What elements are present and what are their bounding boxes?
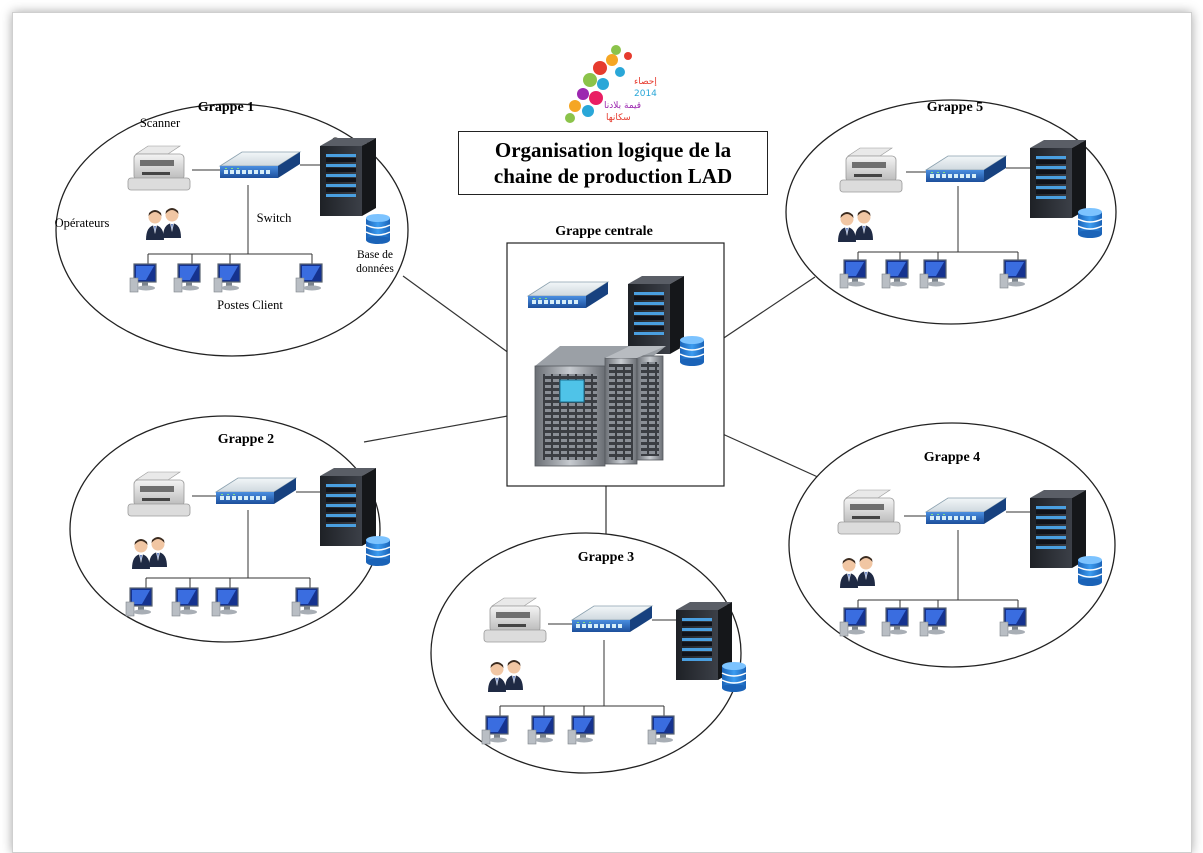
client-pc-icon — [171, 587, 199, 617]
cluster-grappe-1: Grappe 1 Scanner Serveur Opérateurs Swit… — [55, 100, 409, 357]
central-cluster-label: Grappe centrale — [555, 224, 653, 239]
client-pc-icon — [999, 607, 1027, 637]
client-pc-icon — [295, 263, 323, 293]
database-label-line2: données — [356, 263, 394, 275]
client-pc-icon — [839, 607, 867, 637]
database-icon — [679, 335, 705, 367]
client-pc-icon — [919, 607, 947, 637]
client-stations-label: Postes Client — [217, 298, 283, 312]
cluster-grappe-4: Grappe 4 — [788, 422, 1116, 668]
client-pc-icon — [481, 715, 509, 745]
client-pc-icon — [527, 715, 555, 745]
server-icon — [1030, 490, 1086, 568]
database-icon — [1077, 555, 1103, 587]
client-pc-icon — [129, 263, 157, 293]
server-icon — [320, 468, 376, 546]
central-cluster: Grappe centrale — [506, 224, 725, 487]
title-line-2: chaine de production LAD — [493, 164, 733, 188]
server-rack-icon — [534, 346, 666, 467]
cluster-label: Grappe 5 — [927, 100, 983, 115]
client-pc-icon — [999, 259, 1027, 289]
cluster-label: Grappe 3 — [578, 550, 634, 565]
client-pc-icon — [647, 715, 675, 745]
operators-label: Opérateurs — [55, 216, 110, 230]
client-pc-icon — [881, 259, 909, 289]
cluster-grappe-5: Grappe 5 — [785, 99, 1117, 325]
database-icon — [721, 661, 747, 693]
cluster-grappe-2: Grappe 2 — [69, 415, 391, 643]
server-icon — [628, 276, 684, 354]
client-pc-icon — [213, 263, 241, 293]
client-pc-icon — [125, 587, 153, 617]
database-label-line1: Base de — [357, 249, 393, 261]
client-pc-icon — [881, 607, 909, 637]
cluster-boundary — [788, 422, 1116, 668]
client-pc-icon — [919, 259, 947, 289]
database-icon — [365, 535, 391, 567]
census-logo: إحصاء 2014 قيمة بلادنا سكانها — [565, 45, 657, 123]
logo-text-3: قيمة بلادنا — [604, 101, 641, 111]
logo-text-1: إحصاء — [634, 77, 657, 87]
server-icon — [1030, 140, 1086, 218]
client-pc-icon — [839, 259, 867, 289]
logo-text-4: سكانها — [606, 113, 631, 123]
database-icon — [1077, 207, 1103, 239]
diagram-title: Organisation logique de la chaine de pro… — [458, 131, 768, 195]
server-icon — [320, 138, 376, 216]
cluster-label: Grappe 1 — [198, 100, 254, 115]
database-icon — [365, 213, 391, 245]
logo-text-2: 2014 — [634, 89, 657, 99]
link-grappe-2 — [363, 411, 531, 443]
client-pc-icon — [291, 587, 319, 617]
switch-label: Switch — [257, 211, 292, 225]
cluster-label: Grappe 4 — [924, 450, 980, 465]
scanner-label: Scanner — [140, 116, 181, 130]
cluster-label: Grappe 2 — [218, 432, 274, 447]
client-pc-icon — [567, 715, 595, 745]
cluster-grappe-3: Grappe 3 — [430, 532, 747, 774]
title-line-1: Organisation logique de la — [494, 138, 732, 162]
client-pc-icon — [211, 587, 239, 617]
client-pc-icon — [173, 263, 201, 293]
